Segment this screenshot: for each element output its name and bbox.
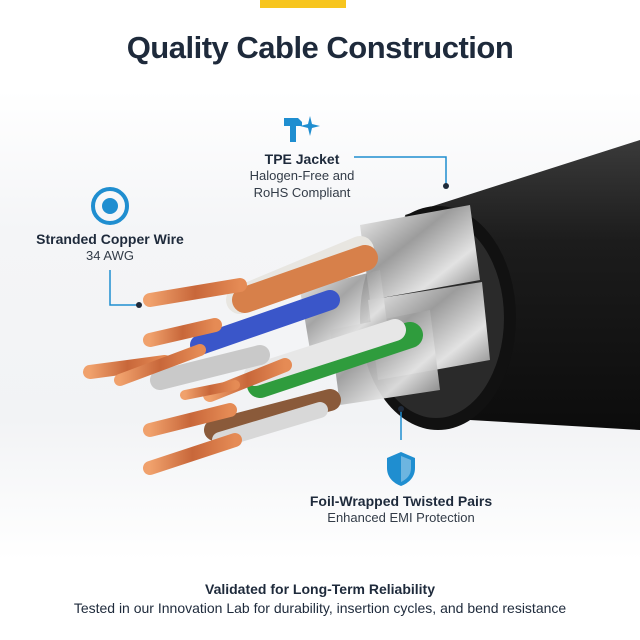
foil-callout: Foil-Wrapped Twisted Pairs Enhanced EMI … — [300, 450, 502, 526]
copper-sub: 34 AWG — [86, 248, 134, 263]
target-icon — [91, 187, 129, 225]
jacket-callout: TPE Jacket Halogen-Free and RoHS Complia… — [240, 112, 364, 201]
foil-pairs — [300, 205, 490, 405]
footer-title: Validated for Long-Term Reliability — [205, 581, 435, 597]
top-accent-bar — [260, 0, 346, 8]
copper-strands — [83, 278, 292, 475]
foil-title: Foil-Wrapped Twisted Pairs — [309, 493, 493, 509]
hammer-sparkle-icon — [284, 116, 320, 142]
callout-dots — [136, 183, 449, 412]
copper-title: Stranded Copper Wire — [36, 231, 184, 247]
copper-callout-line — [109, 270, 138, 306]
page-title: Quality Cable Construction — [126, 30, 514, 65]
jacket-title: TPE Jacket — [264, 151, 340, 167]
foil-sub: Enhanced EMI Protection — [327, 510, 475, 525]
copper-callout: Stranded Copper Wire 34 AWG — [30, 186, 190, 264]
footer-subtitle: Tested in our Innovation Lab for durabil… — [73, 600, 567, 616]
callout-lines — [109, 156, 447, 440]
jacket-line2: RoHS Compliant — [253, 185, 351, 200]
jacket-line1: Halogen-Free and — [249, 168, 355, 183]
jacket-callout-line — [354, 156, 447, 185]
insulated-wires — [150, 236, 423, 448]
shield-icon — [387, 452, 415, 486]
